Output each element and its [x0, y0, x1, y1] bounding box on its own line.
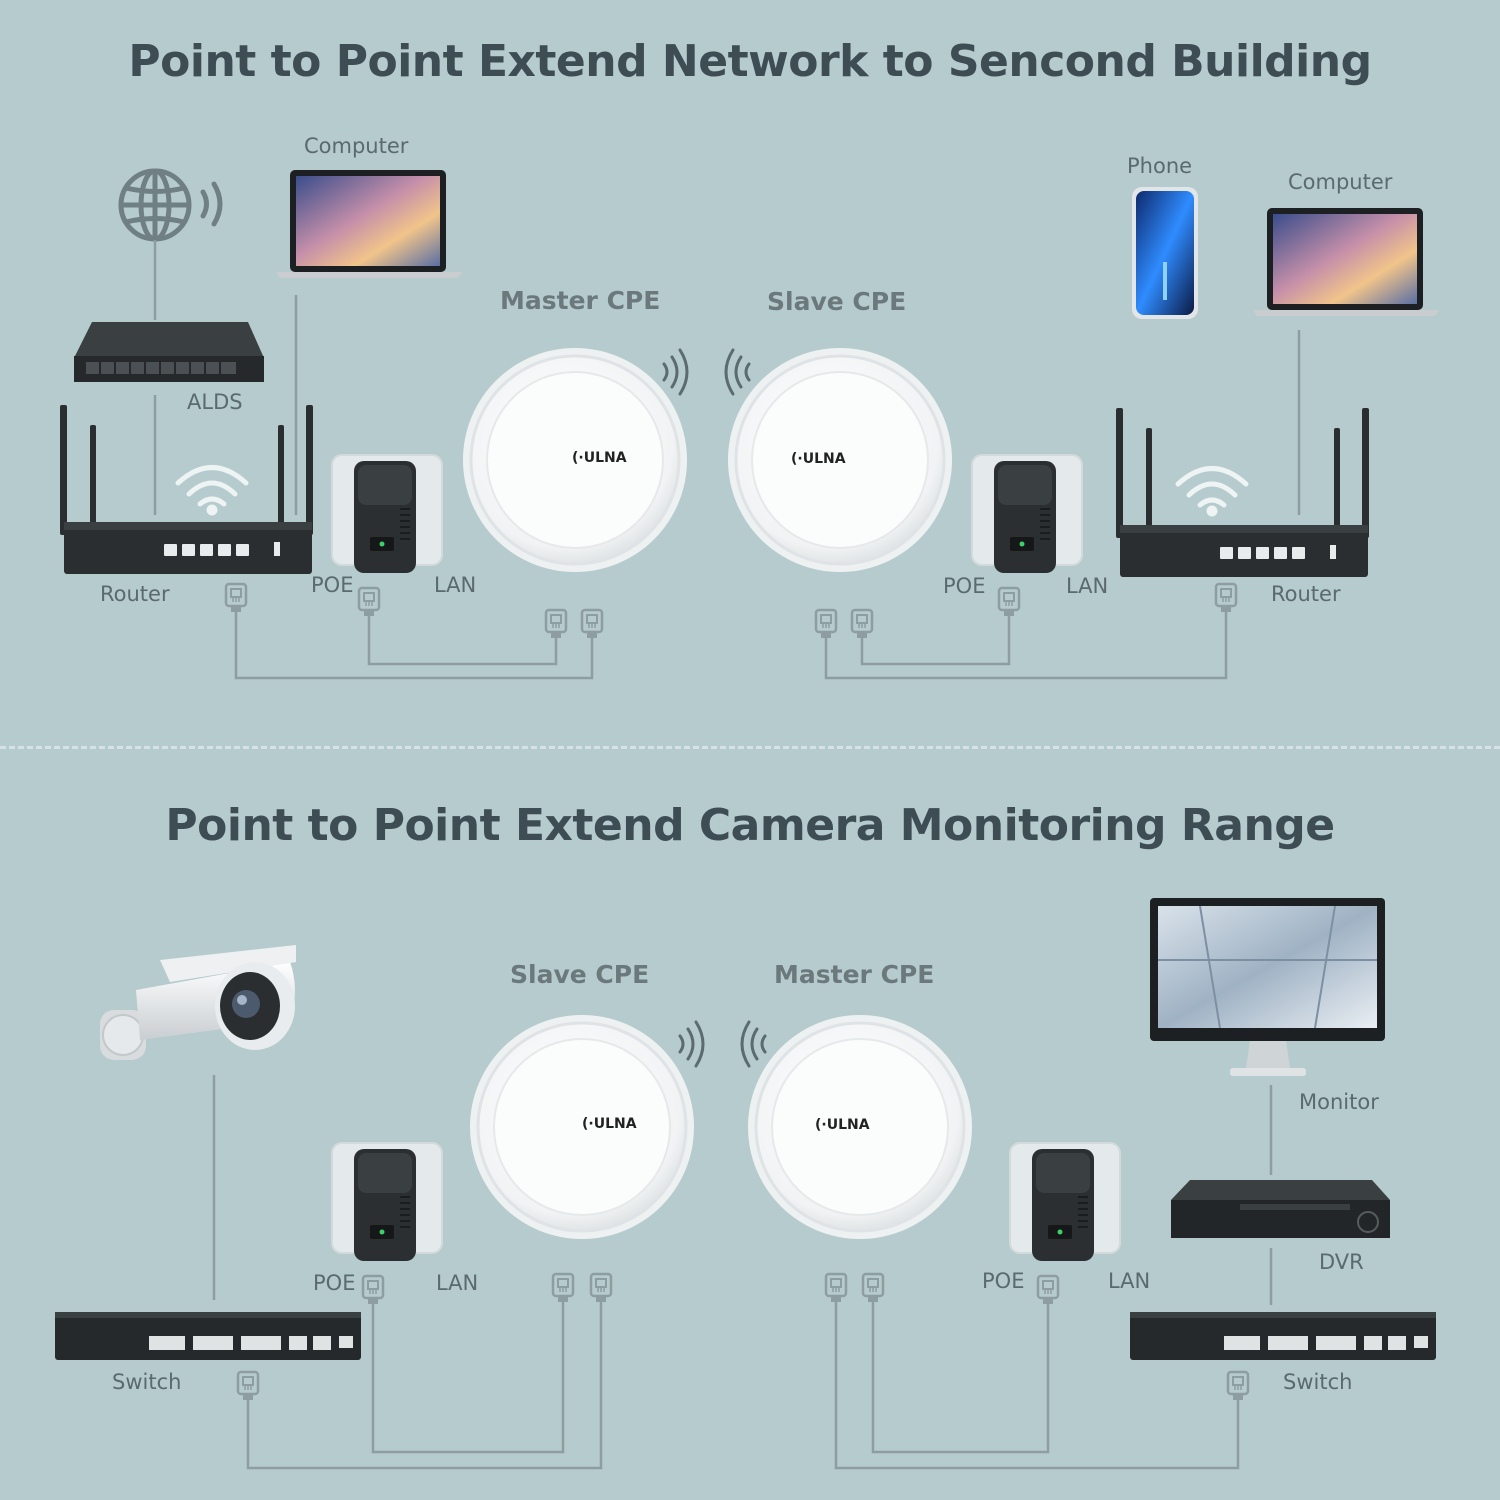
right-top-poe-injector [971, 454, 1083, 574]
left-computer-label: Computer [304, 134, 409, 158]
left-bottom-lan-label: LAN [436, 1271, 479, 1295]
brand-logo: (·ULNA [815, 1117, 870, 1133]
left-switch-label: Switch [112, 1370, 182, 1394]
section-divider [0, 746, 1500, 749]
left-top-lan-label: LAN [434, 573, 477, 597]
top-section-title: Point to Point Extend Network to Sencond… [128, 36, 1372, 87]
left-top-laptop [276, 170, 462, 278]
right-top-lan-label: LAN [1066, 574, 1109, 598]
right-bottom-lan-label: LAN [1108, 1269, 1151, 1293]
top-cables [234, 612, 1228, 680]
alds-label: ALDS [187, 390, 243, 414]
security-camera [100, 945, 296, 1060]
monitor [1150, 898, 1385, 1076]
left-top-poe-label: POE [311, 573, 354, 597]
signal-icon [724, 348, 751, 396]
top-slave-cpe-label: Slave CPE [767, 287, 907, 316]
phone [1132, 187, 1198, 319]
wifi-icon [175, 465, 249, 516]
brand-logo: (·ULNA [582, 1116, 637, 1132]
left-top-poe-injector [331, 454, 443, 574]
alds-modem [74, 322, 264, 382]
signal-icon [740, 1020, 767, 1068]
brand-logo: (·ULNA [572, 450, 627, 466]
signal-icon [678, 1020, 705, 1068]
globe-icon [118, 168, 192, 242]
bottom-cables [246, 1302, 1240, 1470]
dvr [1171, 1180, 1390, 1238]
right-bottom-switch [1130, 1312, 1436, 1360]
brand-logo: (·ULNA [791, 451, 846, 467]
signal-icon [662, 348, 689, 396]
dvr-label: DVR [1319, 1250, 1364, 1274]
phone-label: Phone [1127, 154, 1193, 178]
bottom-section-title: Point to Point Extend Camera Monitoring … [165, 800, 1335, 851]
signal-icon: (· [815, 1117, 827, 1133]
left-bottom-poe-injector [331, 1142, 443, 1262]
left-bottom-poe-label: POE [313, 1271, 356, 1295]
right-bottom-poe-injector [1009, 1142, 1121, 1262]
right-router-label: Router [1271, 582, 1341, 606]
bottom-slave-cpe-label: Slave CPE [510, 960, 650, 989]
left-top-router [60, 405, 313, 574]
right-bottom-poe-label: POE [982, 1269, 1025, 1293]
signal-icon: (· [572, 450, 584, 466]
top-master-cpe-label: Master CPE [500, 286, 661, 315]
right-computer-label: Computer [1288, 170, 1393, 194]
signal-icon: (· [582, 1116, 594, 1132]
signal-icon [200, 181, 223, 227]
right-switch-label: Switch [1283, 1370, 1353, 1394]
left-router-label: Router [100, 582, 170, 606]
left-bottom-switch [55, 1312, 361, 1360]
ethernet-port-icon [236, 1272, 1250, 1402]
bottom-master-cpe-label: Master CPE [774, 960, 935, 989]
right-top-router [1116, 408, 1369, 577]
monitor-label: Monitor [1299, 1090, 1379, 1114]
right-top-poe-label: POE [943, 574, 986, 598]
signal-icon: (· [791, 451, 803, 467]
wifi-icon [1175, 466, 1249, 517]
right-top-laptop [1253, 208, 1439, 316]
